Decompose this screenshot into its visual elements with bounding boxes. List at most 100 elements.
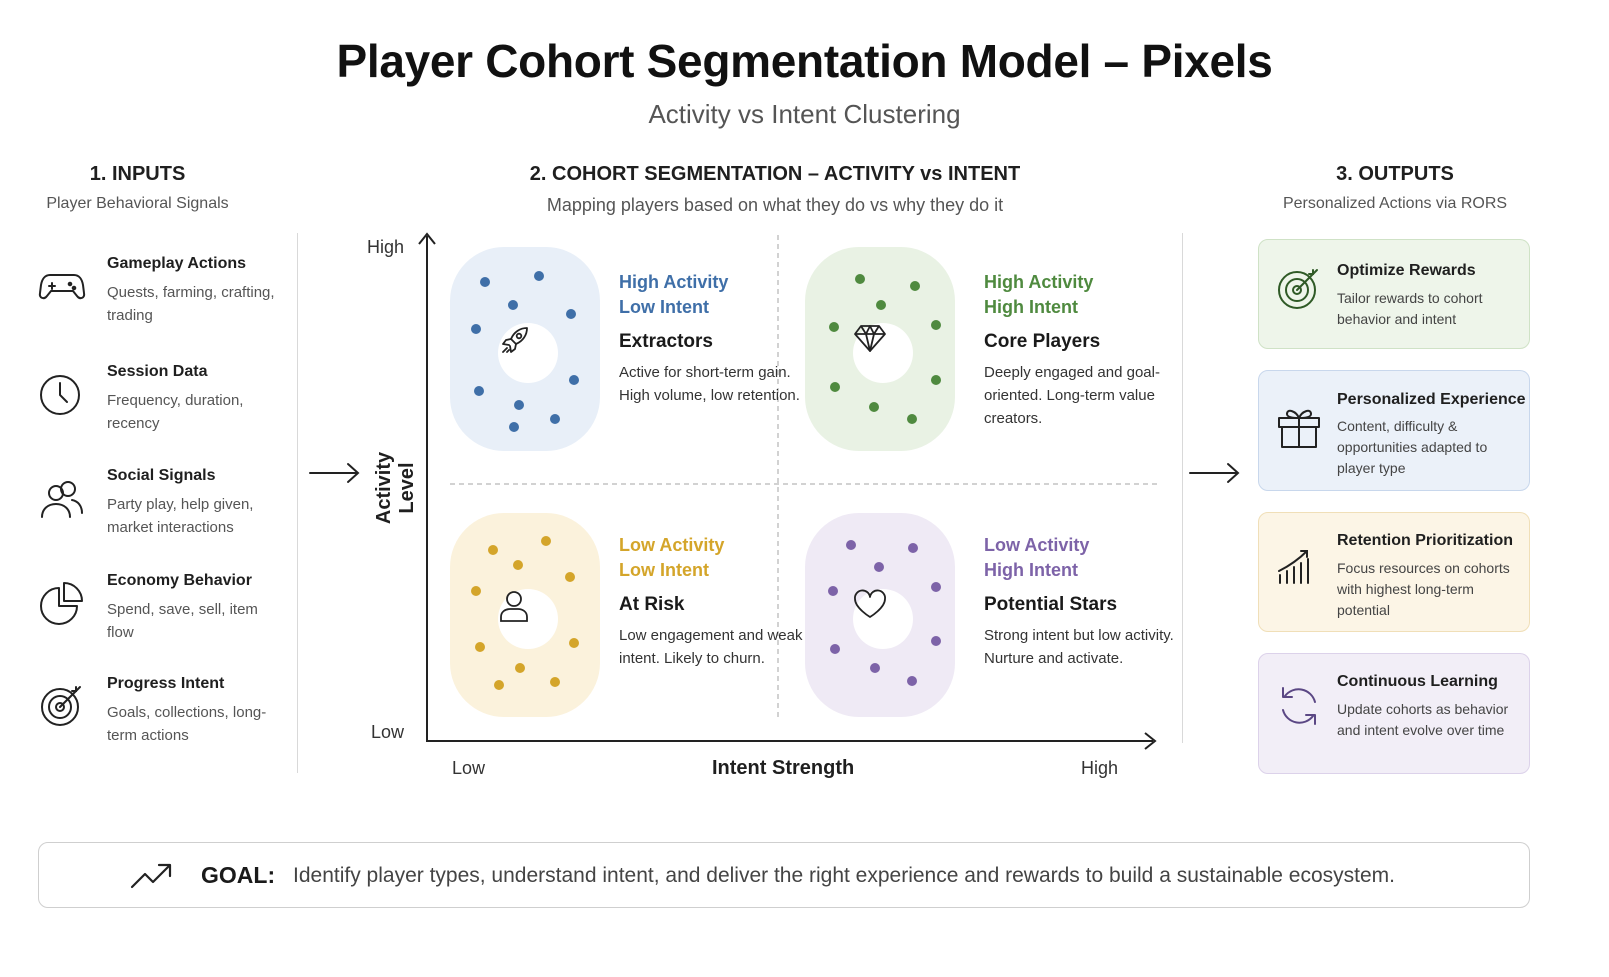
output-title: Optimize Rewards <box>1337 262 1476 279</box>
output-desc: Tailor rewards to cohort behavior and in… <box>1337 290 1483 327</box>
refresh-icon <box>1282 687 1316 725</box>
heart-icon <box>854 589 886 618</box>
inputs-subheading: Player Behavioral Signals <box>46 195 229 212</box>
inputs-heading: 1. INPUTS <box>89 163 186 185</box>
gamepad-icon <box>38 274 86 300</box>
input-item-economy: Economy Behavior Spend, save, sell, item… <box>38 572 298 662</box>
x-axis-high-label: High <box>1081 758 1119 778</box>
goal-text: Identify player types, understand intent… <box>293 864 1395 887</box>
page-title: Player Cohort Segmentation Model – Pixel… <box>336 35 1273 87</box>
outputs-subheading: Personalized Actions via RORS <box>1282 195 1508 212</box>
quadrant-core-players: High Activity High Intent Core Players D… <box>984 270 1174 430</box>
input-title: Economy Behavior <box>107 572 252 589</box>
rocket-icon <box>502 327 528 353</box>
quadrant-extractors: High Activity Low Intent Extractors Acti… <box>619 270 809 407</box>
cluster-center <box>498 589 558 649</box>
input-desc: Spend, save, sell, item flow <box>107 601 258 641</box>
quadrant-intent-tag: High Intent <box>984 297 1078 317</box>
right-divider <box>1182 233 1183 743</box>
goal-banner: GOAL: Identify player types, understand … <box>38 842 1530 908</box>
cluster-dots <box>471 536 579 690</box>
quadrant-activity-tag: High Activity <box>619 272 729 292</box>
clock-icon <box>40 375 80 415</box>
output-desc: Update cohorts as behavior and intent ev… <box>1337 701 1509 738</box>
cluster-dots <box>471 271 579 432</box>
input-title: Session Data <box>107 363 208 380</box>
input-desc: Goals, collections, long-term actions <box>107 704 267 744</box>
users-icon <box>41 481 83 518</box>
output-card-personalized-experience: Personalized Experience Content, difficu… <box>1258 370 1530 491</box>
cohort-name: Potential Stars <box>984 594 1118 615</box>
quadrant-at-risk: Low Activity Low Intent At Risk Low enga… <box>619 533 809 670</box>
input-title: Gameplay Actions <box>107 255 247 272</box>
output-desc: Focus resources on cohorts with highest … <box>1337 560 1510 618</box>
segmentation-heading-block: 2. COHORT SEGMENTATION – ACTIVITY vs INT… <box>480 163 1070 216</box>
quadrant-activity-tag: Low Activity <box>619 535 725 555</box>
goal-label: GOAL: <box>201 862 276 888</box>
quadrant-potential-stars: Low Activity High Intent Potential Stars… <box>984 533 1174 670</box>
input-desc: Frequency, duration, recency <box>107 392 244 432</box>
cluster-dots <box>828 540 941 686</box>
output-title: Retention Prioritization <box>1337 532 1513 549</box>
cohort-name: At Risk <box>619 594 685 615</box>
cluster-center <box>853 323 913 383</box>
cohort-name: Core Players <box>984 331 1101 352</box>
target-icon <box>41 686 81 726</box>
output-title: Continuous Learning <box>1337 673 1498 690</box>
input-item-session: Session Data Frequency, duration, recenc… <box>38 363 298 453</box>
quadrant-activity-tag: Low Activity <box>984 535 1090 555</box>
cohort-desc: Strong intent but low activity. Nurture … <box>984 627 1174 667</box>
cohort-cluster-extractors <box>450 247 600 451</box>
input-desc: Quests, farming, crafting, trading <box>107 284 275 324</box>
diamond-icon <box>854 325 886 352</box>
segmentation-heading: 2. COHORT SEGMENTATION – ACTIVITY vs INT… <box>529 163 1021 185</box>
input-item-gameplay: Gameplay Actions Quests, farming, crafti… <box>38 255 298 345</box>
input-title: Social Signals <box>107 467 216 484</box>
flow-arrow-inputs <box>309 463 360 483</box>
output-desc: Content, difficulty & opportunities adap… <box>1337 418 1488 476</box>
quadrant-intent-tag: Low Intent <box>619 297 709 317</box>
cohort-cluster-core-players <box>805 247 955 451</box>
output-card-continuous-learning: Continuous Learning Update cohorts as be… <box>1258 653 1530 774</box>
cluster-center <box>853 589 913 649</box>
x-axis-arrowhead <box>1144 732 1157 750</box>
output-card-retention-prioritization: Retention Prioritization Focus resources… <box>1258 512 1530 632</box>
flow-arrow-outputs <box>1189 463 1240 483</box>
gift-icon <box>1278 409 1320 448</box>
user-icon <box>500 591 528 622</box>
inputs-heading-block: 1. INPUTS Player Behavioral Signals <box>30 163 245 213</box>
page-subtitle: Activity vs Intent Clustering <box>648 99 961 129</box>
output-title: Personalized Experience <box>1337 391 1526 408</box>
bar-chart-icon <box>1278 550 1309 584</box>
quadrant-intent-tag: Low Intent <box>619 560 709 580</box>
input-item-social: Social Signals Party play, help given, m… <box>38 467 298 557</box>
left-divider <box>297 233 298 773</box>
x-axis-low-label: Low <box>452 758 486 778</box>
output-card-optimize-rewards: Optimize Rewards Tailor rewards to cohor… <box>1258 239 1530 349</box>
outputs-heading: 3. OUTPUTS <box>1336 163 1454 185</box>
y-axis-high-label: High <box>367 237 405 257</box>
pie-chart-icon <box>40 582 83 625</box>
input-desc: Party play, help given, market interacti… <box>107 496 254 536</box>
outputs-heading-block: 3. OUTPUTS Personalized Actions via RORS <box>1260 163 1530 213</box>
cluster-dots <box>829 274 941 424</box>
cohort-desc: Deeply engaged and goal-oriented. Long-t… <box>984 364 1160 427</box>
input-item-progress: Progress Intent Goals, collections, long… <box>38 675 298 765</box>
cohort-cluster-at-risk <box>450 513 600 717</box>
quadrant-activity-tag: High Activity <box>984 272 1094 292</box>
cluster-center <box>498 323 558 383</box>
cohort-name: Extractors <box>619 331 713 352</box>
trending-up-icon <box>130 863 172 889</box>
y-axis-title: Activity Level <box>373 451 418 525</box>
y-axis-low-label: Low <box>371 722 405 742</box>
cohort-cluster-potential-stars <box>805 513 955 717</box>
y-axis-arrowhead <box>418 232 436 245</box>
cohort-desc: Active for short-term gain. High volume,… <box>619 364 800 404</box>
input-title: Progress Intent <box>107 675 225 692</box>
x-axis-title: Intent Strength <box>712 757 855 779</box>
quadrant-intent-tag: High Intent <box>984 560 1078 580</box>
cohort-desc: Low engagement and weak intent. Likely t… <box>619 627 803 667</box>
segmentation-subheading: Mapping players based on what they do vs… <box>546 195 1004 215</box>
target-icon <box>1278 269 1318 309</box>
